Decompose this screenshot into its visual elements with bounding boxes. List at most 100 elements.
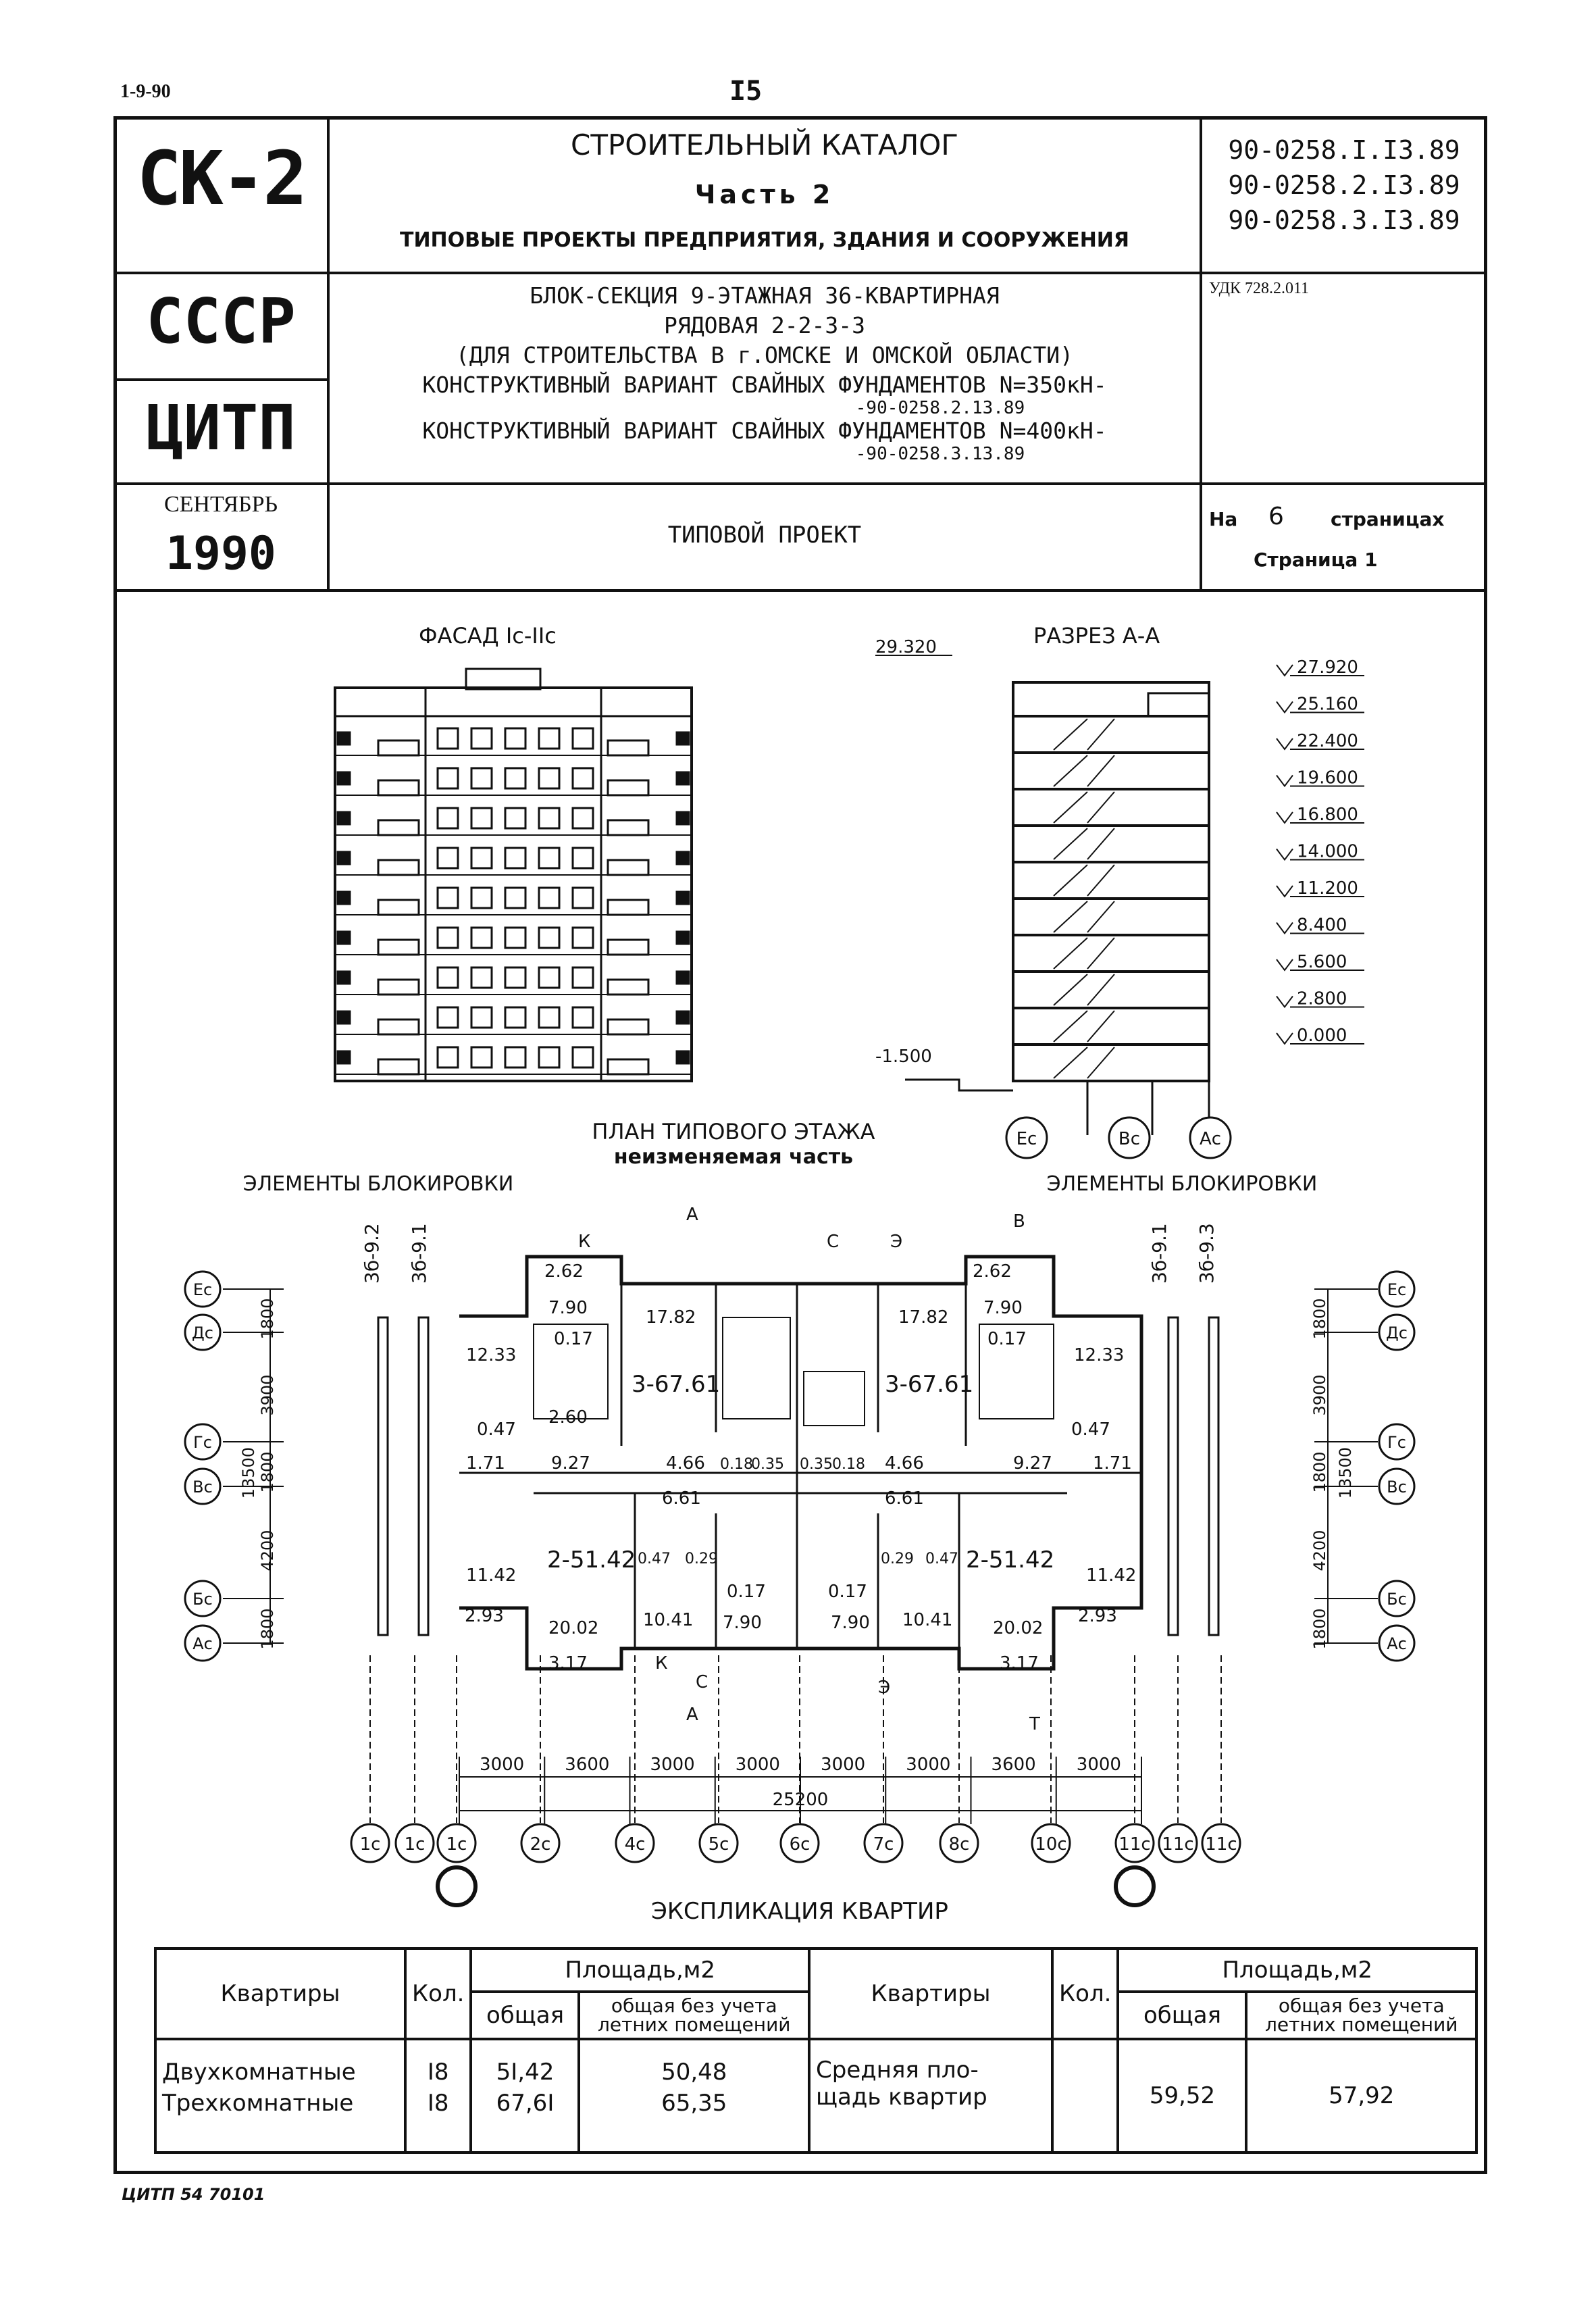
level-arrow [1276, 701, 1293, 714]
stair-flight [1053, 791, 1088, 824]
apt-qty: I8 [427, 2090, 449, 2117]
apt3-label: 3-67.61 [632, 1371, 720, 1398]
axis-label: 2с [530, 1834, 551, 1855]
project-type: ТИПОВОЙ ПРОЕКТ [667, 522, 862, 549]
window [571, 886, 594, 909]
level-mark: 22.400 [1297, 731, 1358, 751]
section-markers: К А С Э В К С А Э Т [578, 1205, 1040, 1734]
axis-label: 1с [360, 1834, 381, 1855]
apt-name: Двухкомнатные [162, 2059, 356, 2086]
window [336, 811, 351, 826]
window [504, 886, 527, 909]
page-frame [113, 116, 1487, 2174]
room-area: 9.27 [551, 1453, 590, 1474]
level-mark: 14.000 [1297, 842, 1358, 862]
room-area: 6.61 [662, 1488, 701, 1509]
room-area: 17.82 [646, 1307, 696, 1328]
room-area: 7.90 [983, 1298, 1023, 1318]
dimension-value: 3000 [906, 1755, 950, 1775]
room-area: 0.29 [881, 1551, 914, 1567]
header-total: общая [469, 1990, 581, 2040]
axis-marker [1201, 1823, 1241, 1863]
room-area: 7.90 [548, 1298, 588, 1318]
level-arrow [1276, 885, 1293, 898]
apt-total-cell: 5I,42 67,6I [469, 2038, 581, 2154]
axis-label: Ес [1016, 1129, 1037, 1149]
header-apartments: Квартиры [808, 1947, 1054, 2040]
title-line: -90-0258.2.13.89 [855, 398, 1025, 418]
room-area: 2.93 [465, 1606, 504, 1626]
axis-label: 4с [625, 1834, 646, 1855]
balcony [607, 899, 650, 916]
window [336, 731, 351, 746]
dimension-value: 3000 [480, 1755, 524, 1775]
window [675, 930, 690, 945]
room-area: 0.29 [685, 1551, 718, 1567]
pages-count: 6 [1268, 503, 1284, 530]
page-label: Страница 1 [1254, 549, 1378, 571]
dimension-value: 3000 [650, 1755, 695, 1775]
stair-flight [1087, 718, 1115, 751]
pages-suffix: страницах [1331, 508, 1445, 530]
window [538, 767, 561, 790]
room-area: 11.42 [466, 1565, 516, 1586]
header-quantity: Кол. [1050, 1947, 1120, 2040]
title-line: -90-0258.3.13.89 [855, 444, 1025, 464]
room-area: 10.41 [643, 1610, 693, 1630]
title-line: РЯДОВАЯ 2-2-3-3 [663, 312, 865, 338]
axis-marker [939, 1823, 979, 1863]
level-arrow [1276, 1032, 1293, 1045]
window [504, 767, 527, 790]
window [675, 771, 690, 786]
room-area: 1.71 [466, 1453, 505, 1474]
marker: К [578, 1232, 590, 1252]
stair-flight [1087, 755, 1115, 787]
marker: А [686, 1705, 698, 1725]
axis-marker [520, 1823, 561, 1863]
window [336, 1010, 351, 1025]
window [436, 926, 459, 949]
window [538, 926, 561, 949]
room-area: 4.66 [885, 1453, 924, 1474]
marker: В [1013, 1211, 1025, 1232]
project-codes: 90-0258.I.I3.89 90-0258.2.I3.89 90-0258.… [1202, 132, 1486, 238]
window [336, 930, 351, 945]
dimension-total: 13500 [239, 1447, 258, 1499]
window [571, 1046, 594, 1069]
ground-mark: -1.500 [875, 1047, 932, 1067]
axis-label: Ас [192, 1634, 213, 1653]
divider [113, 378, 327, 381]
balcony [607, 739, 650, 757]
window [504, 727, 527, 750]
room-area: 0.47 [925, 1551, 958, 1567]
balcony [377, 859, 420, 876]
room-area: 3.17 [1000, 1653, 1039, 1674]
balcony [377, 779, 420, 797]
window [504, 1006, 527, 1029]
country-label: СССР [146, 285, 296, 357]
project-code: 90-0258.I.I3.89 [1228, 135, 1460, 165]
apt-name: Трехкомнатные [162, 2090, 354, 2117]
apt-total: 67,6I [496, 2090, 555, 2117]
balcony [377, 899, 420, 916]
window [336, 890, 351, 905]
marker: Э [890, 1232, 902, 1252]
axis-marker [184, 1580, 222, 1617]
dimension-value: 3000 [821, 1755, 865, 1775]
window [538, 807, 561, 830]
axis-label: 11с [1162, 1834, 1193, 1855]
level-mark: 16.800 [1297, 805, 1358, 825]
udk-code: УДК 728.2.011 [1209, 280, 1310, 297]
plan-subtitle: неизменяемая часть [614, 1145, 853, 1169]
section-title: РАЗРЕЗ А-А [1033, 623, 1160, 649]
room-area: 20.02 [548, 1618, 598, 1638]
catalog-title: СТРОИТЕЛЬНЫЙ КАТАЛОГ [571, 128, 958, 161]
stair-flight [1053, 718, 1088, 751]
year-label: 1990 [165, 527, 276, 580]
month-label: СЕНТЯБРЬ [163, 492, 278, 517]
header-total: общая [1116, 1990, 1248, 2040]
logo-text: СК-2 [136, 135, 308, 222]
window [336, 970, 351, 985]
footer-code: ЦИТП 54 70101 [122, 2185, 265, 2204]
window [504, 1046, 527, 1069]
